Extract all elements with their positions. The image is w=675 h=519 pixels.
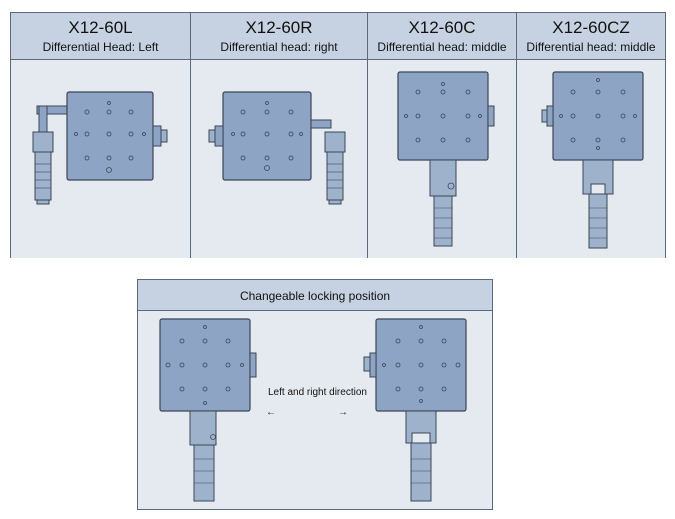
locking-panel: Changeable locking position bbox=[137, 279, 493, 510]
variant-cell-x12-60r: X12-60R Differential head: right bbox=[191, 13, 367, 258]
variant-model: X12-60CZ bbox=[552, 18, 630, 37]
variant-cell-x12-60c: X12-60C Differential head: middle bbox=[368, 13, 516, 258]
variant-subtitle: Differential head: middle bbox=[526, 40, 656, 54]
variant-subtitle: Differential head: right bbox=[220, 40, 338, 54]
variant-model: X12-60L bbox=[68, 18, 133, 37]
arrow-right-icon: → bbox=[338, 407, 348, 418]
stage-drawing-middle-head bbox=[368, 60, 516, 258]
arrow-left-icon: ← bbox=[266, 407, 276, 418]
variant-header: X12-60C Differential head: middle bbox=[368, 13, 516, 60]
locking-diagram bbox=[159, 318, 467, 502]
variant-header: X12-60L Differential Head: Left bbox=[11, 13, 190, 60]
variant-model: X12-60R bbox=[245, 18, 313, 37]
locking-title: Changeable locking position bbox=[239, 289, 391, 303]
variants-panel: X12-60L Differential Head: Left bbox=[10, 12, 666, 258]
variant-header: X12-60CZ Differential head: middle bbox=[517, 13, 665, 60]
variant-model: X12-60C bbox=[408, 18, 476, 37]
variant-header: X12-60R Differential head: right bbox=[191, 13, 367, 60]
stage-drawing-left-head bbox=[11, 60, 190, 258]
variant-subtitle: Differential Head: Left bbox=[42, 40, 159, 54]
direction-caption: Left and right direction bbox=[268, 387, 367, 398]
locking-header: Changeable locking position bbox=[138, 280, 492, 311]
variant-cell-x12-60l: X12-60L Differential Head: Left bbox=[11, 13, 190, 258]
stage-drawing-right-head bbox=[191, 60, 367, 258]
variant-cell-x12-60cz: X12-60CZ Differential head: middle bbox=[517, 13, 665, 258]
variant-subtitle: Differential head: middle bbox=[377, 40, 507, 54]
stage-drawing-middle-head-cz bbox=[517, 60, 665, 258]
